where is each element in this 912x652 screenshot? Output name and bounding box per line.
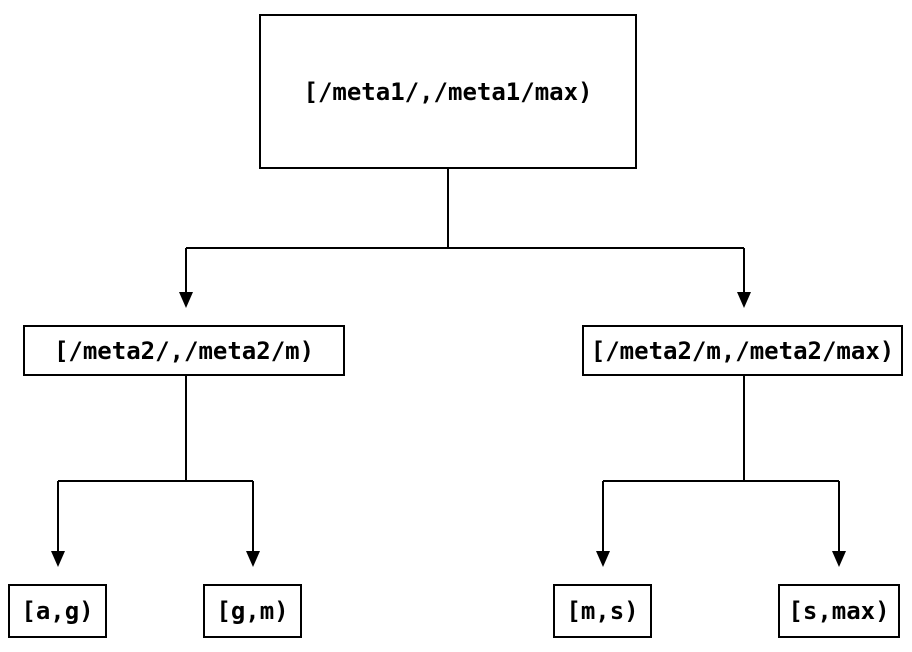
node-root-range: [/meta1/,/meta1/max): [259, 14, 637, 169]
node-leaf-smax: [s,max): [778, 584, 900, 638]
node-left-range: [/meta2/,/meta2/m): [23, 325, 345, 376]
node-leaf-gm-label: [g,m): [216, 597, 289, 625]
node-left-label: [/meta2/,/meta2/m): [53, 336, 315, 365]
node-leaf-ag-label: [a,g): [21, 597, 94, 625]
arrowhead-leaf-gm: [246, 551, 260, 567]
node-leaf-ms: [m,s): [553, 584, 652, 638]
node-right-range: [/meta2/m,/meta2/max): [582, 325, 903, 376]
edge-right-to-children: [602, 376, 840, 552]
node-leaf-gm: [g,m): [203, 584, 302, 638]
node-root-label: [/meta1/,/meta1/max): [303, 77, 593, 106]
arrowhead-leaf-smax: [832, 551, 846, 567]
node-right-label: [/meta2/m,/meta2/max): [590, 336, 895, 365]
arrowhead-leaf-ms: [596, 551, 610, 567]
node-leaf-ag: [a,g): [8, 584, 107, 638]
edge-root-to-children: [185, 169, 745, 293]
arrowhead-right-subtree: [737, 292, 751, 308]
node-leaf-ms-label: [m,s): [566, 597, 639, 625]
arrowhead-left-subtree: [179, 292, 193, 308]
arrowhead-leaf-ag: [51, 551, 65, 567]
node-leaf-smax-label: [s,max): [788, 597, 890, 625]
edge-left-to-children: [57, 376, 254, 552]
